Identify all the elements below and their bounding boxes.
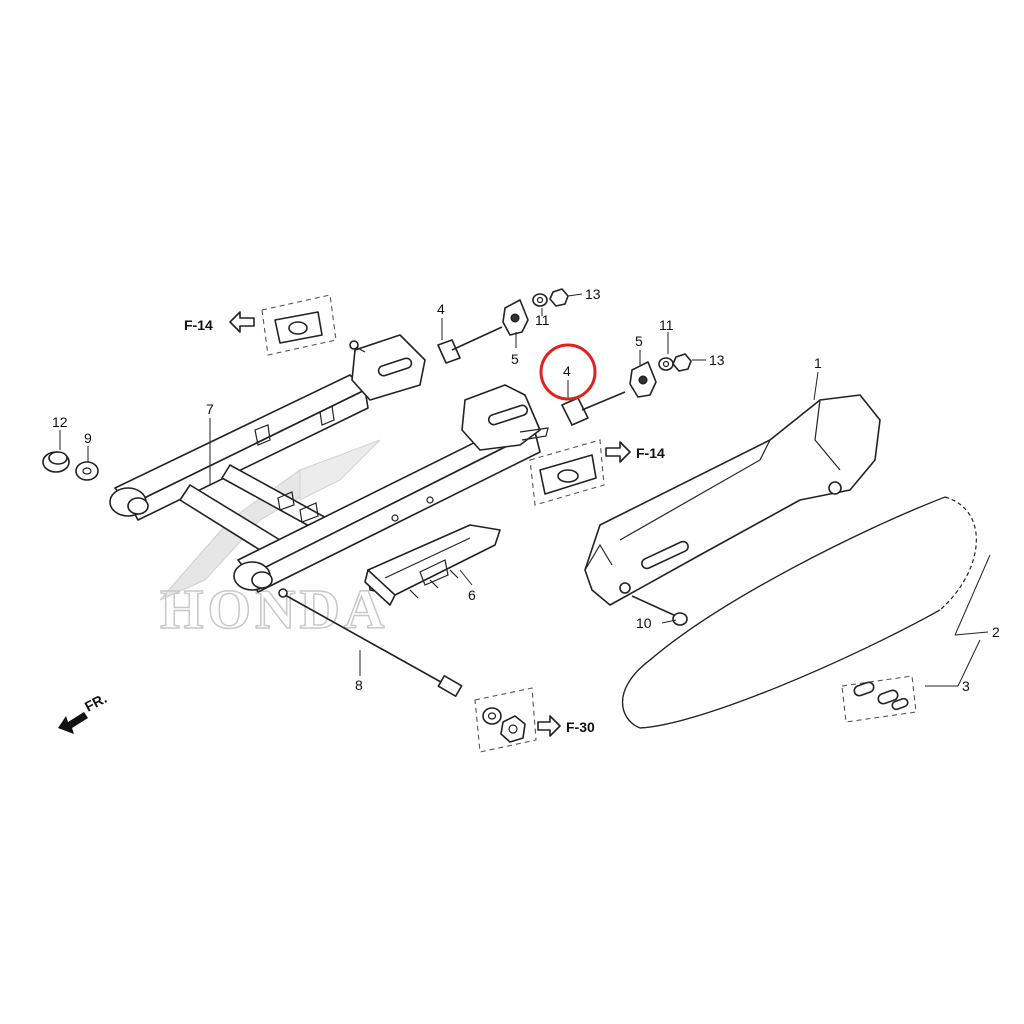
callout-6[interactable]: 6 bbox=[468, 587, 476, 603]
ref-box-f30[interactable] bbox=[474, 687, 537, 753]
ref-f14-right-label: F-14 bbox=[636, 445, 665, 461]
callout-3[interactable]: 3 bbox=[962, 678, 970, 694]
highlight-circle bbox=[539, 343, 597, 401]
front-arrow-icon bbox=[58, 712, 88, 734]
swingarm[interactable] bbox=[109, 334, 549, 593]
pivot-cap[interactable] bbox=[42, 451, 70, 473]
callout-1[interactable]: 1 bbox=[814, 355, 822, 371]
front-direction: FR. bbox=[58, 690, 109, 734]
arrow-left-icon bbox=[229, 311, 255, 333]
callout-5-right[interactable]: 5 bbox=[635, 333, 643, 349]
ref-f30[interactable]: F-30 bbox=[537, 715, 595, 737]
ref-box-f14-right[interactable] bbox=[529, 439, 605, 506]
callout-numbers: 1 2 3 4 4 5 5 6 7 8 9 10 11 11 12 13 13 bbox=[52, 286, 1000, 694]
ref-f14-left[interactable]: F-14 bbox=[184, 311, 255, 333]
chain-case[interactable] bbox=[584, 394, 881, 606]
callout-8[interactable]: 8 bbox=[355, 677, 363, 693]
callout-4-highlighted[interactable]: 4 bbox=[563, 363, 571, 379]
callout-11-right[interactable]: 11 bbox=[659, 317, 674, 333]
callout-13-left[interactable]: 13 bbox=[585, 286, 601, 302]
adjuster-right[interactable] bbox=[561, 353, 692, 426]
ref-f14-right[interactable]: F-14 bbox=[605, 441, 665, 463]
arrow-right-icon bbox=[605, 441, 631, 463]
chain-slider[interactable] bbox=[364, 524, 501, 606]
callout-2[interactable]: 2 bbox=[992, 624, 1000, 640]
adjuster-left[interactable] bbox=[437, 288, 569, 364]
arrow-right-icon bbox=[537, 715, 561, 737]
callout-7[interactable]: 7 bbox=[206, 401, 214, 417]
callout-4-left[interactable]: 4 bbox=[437, 301, 445, 317]
callout-13-right[interactable]: 13 bbox=[709, 352, 725, 368]
callout-12[interactable]: 12 bbox=[52, 414, 68, 430]
leader-lines bbox=[59, 293, 991, 687]
master-link[interactable] bbox=[841, 675, 917, 723]
watermark-text: HONDA bbox=[160, 579, 388, 641]
callout-10[interactable]: 10 bbox=[636, 615, 652, 631]
pivot-washer[interactable] bbox=[75, 461, 99, 481]
callout-9[interactable]: 9 bbox=[84, 430, 92, 446]
ref-f14-left-label: F-14 bbox=[184, 317, 213, 333]
callout-11-left[interactable]: 11 bbox=[535, 312, 550, 328]
drive-chain[interactable] bbox=[622, 496, 977, 729]
ref-box-f14-left[interactable] bbox=[261, 294, 337, 356]
front-direction-label: FR. bbox=[82, 690, 109, 715]
callout-5-left[interactable]: 5 bbox=[511, 351, 519, 367]
honda-watermark: HONDA bbox=[159, 439, 388, 642]
ref-f30-label: F-30 bbox=[566, 719, 595, 735]
case-bolt[interactable] bbox=[631, 595, 688, 626]
pivot-bolt[interactable] bbox=[278, 588, 463, 697]
